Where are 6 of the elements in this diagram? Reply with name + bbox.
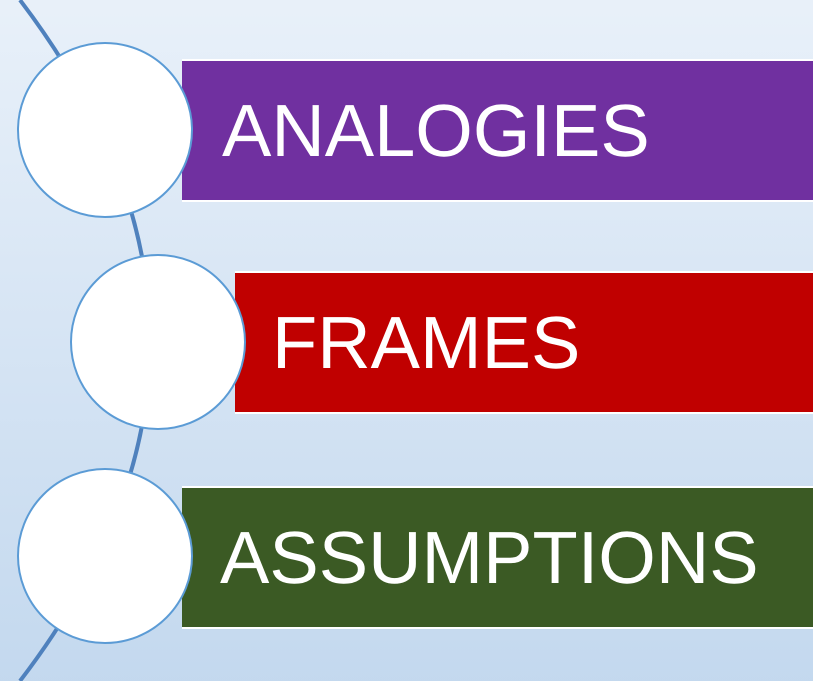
heading-text: ANALOGIES [222, 88, 650, 173]
heading-text: ASSUMPTIONS [220, 515, 759, 600]
banner-bar [182, 59, 813, 202]
banner-bar [235, 271, 813, 414]
banner-bar [182, 486, 813, 629]
heading-text: FRAMES [272, 300, 580, 385]
